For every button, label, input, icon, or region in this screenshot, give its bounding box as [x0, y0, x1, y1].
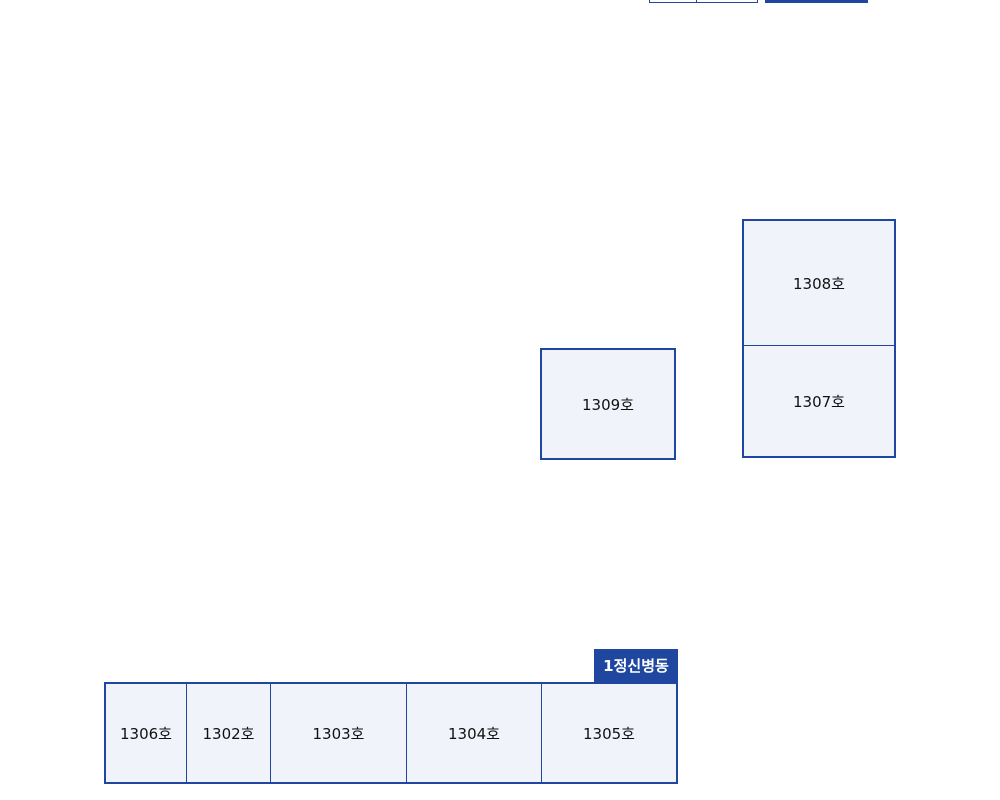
room-1308[interactable]: 1308호: [744, 221, 894, 345]
room-1309-label: 1309호: [582, 395, 634, 414]
room-1307[interactable]: 1307호: [744, 346, 894, 456]
room-1304-label: 1304호: [448, 724, 500, 743]
room-group-bottom-row: 1306호 1302호 1303호 1304호 1305호: [104, 682, 678, 784]
room-1302-label: 1302호: [202, 724, 255, 743]
ward-name-label: 1정신병동: [603, 657, 669, 675]
room-1304[interactable]: 1304호: [407, 684, 541, 782]
room-1305-label: 1305호: [583, 724, 635, 743]
room-1303[interactable]: 1303호: [271, 684, 406, 782]
room-group-1308-1307: 1308호 1307호: [742, 219, 896, 458]
room-1306-label: 1306호: [120, 724, 172, 743]
ward-name-tag: 1정신병동: [594, 649, 678, 682]
room-1303-label: 1303호: [312, 724, 365, 743]
room-group-1309: 1309호: [540, 348, 676, 460]
top-toggle-left[interactable]: [649, 0, 697, 3]
top-primary-button[interactable]: [765, 0, 868, 3]
room-1302[interactable]: 1302호: [187, 684, 270, 782]
room-1305[interactable]: 1305호: [542, 684, 676, 782]
top-toggle-right[interactable]: [696, 0, 758, 3]
room-divider: [744, 345, 894, 346]
room-divider: [541, 684, 542, 782]
room-divider: [406, 684, 407, 782]
room-divider: [270, 684, 271, 782]
room-1307-label: 1307호: [793, 392, 845, 411]
room-divider: [186, 684, 187, 782]
room-1309[interactable]: 1309호: [542, 350, 674, 458]
room-1308-label: 1308호: [793, 274, 845, 293]
room-1306[interactable]: 1306호: [106, 684, 186, 782]
